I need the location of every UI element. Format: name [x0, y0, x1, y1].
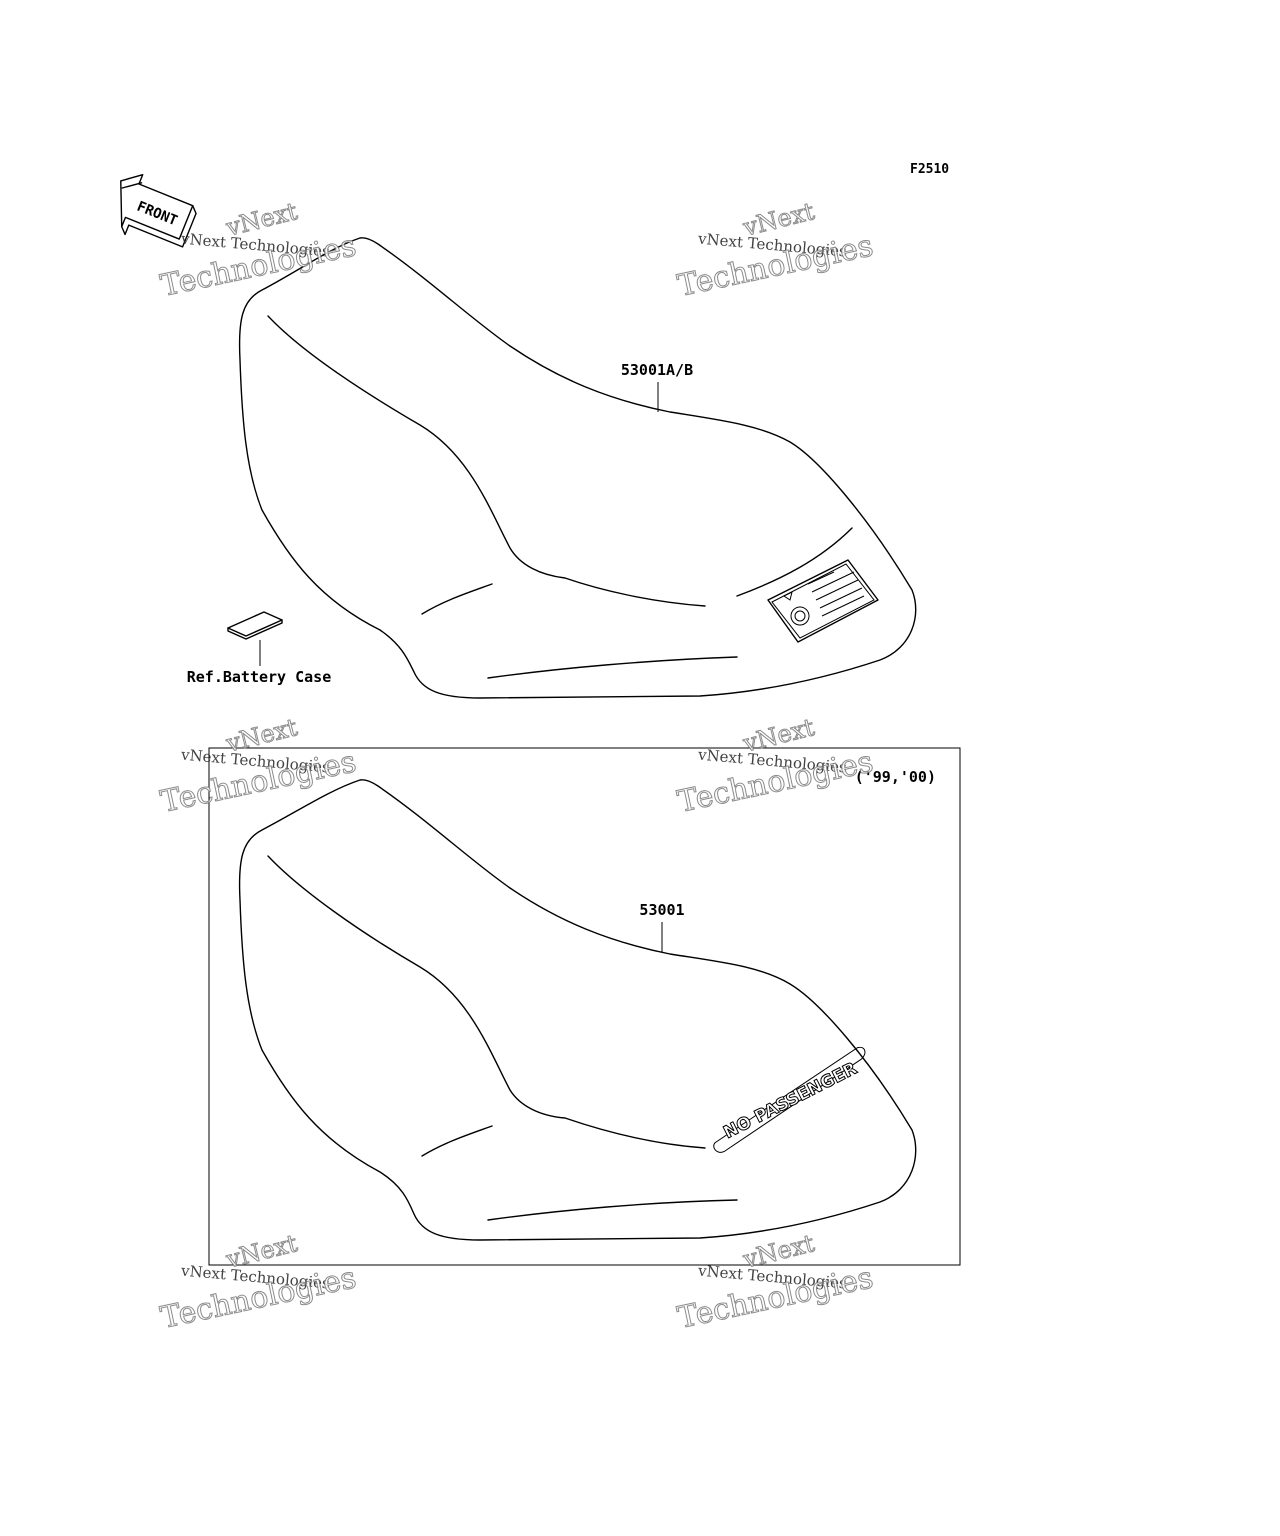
- callout-seat-bottom: 53001: [639, 901, 684, 919]
- seat-53001: NO PASSENGER 53001: [238, 779, 917, 1241]
- decal-text: NO PASSENGER: [720, 1059, 860, 1144]
- callout-year-range: ('99,'00): [855, 768, 936, 786]
- seat-53001ab: 53001A/B: [238, 237, 917, 699]
- warning-label-icon: [767, 559, 879, 643]
- callout-battery: Ref.Battery Case: [187, 668, 332, 686]
- callout-seat-top: 53001A/B: [621, 361, 693, 379]
- figure-code: F2510: [910, 162, 949, 177]
- no-passenger-decal: NO PASSENGER: [713, 1046, 866, 1153]
- front-arrow-label: FRONT: [135, 199, 180, 230]
- battery-case-ref: Ref.Battery Case: [187, 611, 332, 686]
- variant-frame: [208, 747, 961, 1266]
